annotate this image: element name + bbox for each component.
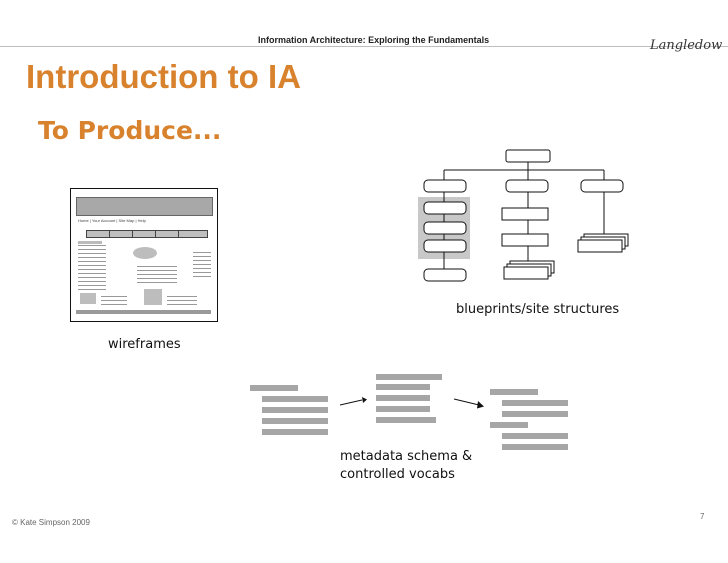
site-structure-diagram — [418, 149, 629, 282]
wireframe-nav-tabs — [86, 230, 208, 238]
wireframe-nav-text: Home | Your Account | Site Map | Help — [78, 218, 146, 223]
metadata-illustration — [240, 372, 580, 452]
wireframe-footer-bar — [76, 310, 211, 314]
wireframe-right-column — [193, 249, 211, 279]
company-logo: Langledow — [650, 38, 723, 53]
mid-node-2 — [501, 233, 549, 247]
level1-node-2 — [505, 179, 549, 193]
copyright: © Kate Simpson 2009 — [12, 518, 90, 527]
level1-node-3 — [580, 179, 624, 193]
level1-node-1 — [423, 179, 467, 193]
child-node-1 — [423, 201, 467, 215]
wireframes-caption: wireframes — [108, 337, 181, 352]
wireframe-thumb-2 — [144, 289, 162, 305]
slide-subtitle: To Produce... — [38, 116, 222, 145]
root-node — [505, 149, 551, 163]
child-node-4 — [423, 268, 467, 282]
arrow-right-icon — [453, 398, 484, 409]
right-page-stack — [577, 239, 623, 253]
wireframe-center-column — [137, 263, 177, 283]
arrow-right-icon — [339, 397, 367, 406]
wireframe-header-block — [76, 197, 213, 216]
wireframe-image-ellipse — [133, 247, 157, 259]
metadata-caption: metadata schema & controlled vocabs — [340, 448, 472, 484]
wireframe-left-column — [78, 242, 106, 290]
metadata-caption-line2: controlled vocabs — [340, 467, 455, 482]
metadata-caption-line1: metadata schema & — [340, 449, 473, 464]
wireframe-thumb-1 — [80, 293, 96, 304]
blueprints-caption: blueprints/site structures — [456, 302, 620, 317]
child-node-2 — [423, 221, 467, 235]
mid-page-stack — [503, 266, 549, 280]
header-divider — [0, 46, 728, 47]
mid-node-1 — [501, 207, 549, 221]
page-number: 7 — [700, 512, 705, 521]
wireframe-illustration: Home | Your Account | Site Map | Help — [70, 188, 218, 322]
child-node-3 — [423, 239, 467, 253]
slide-title: Introduction to IA — [26, 58, 301, 95]
course-title: Information Architecture: Exploring the … — [258, 35, 490, 45]
